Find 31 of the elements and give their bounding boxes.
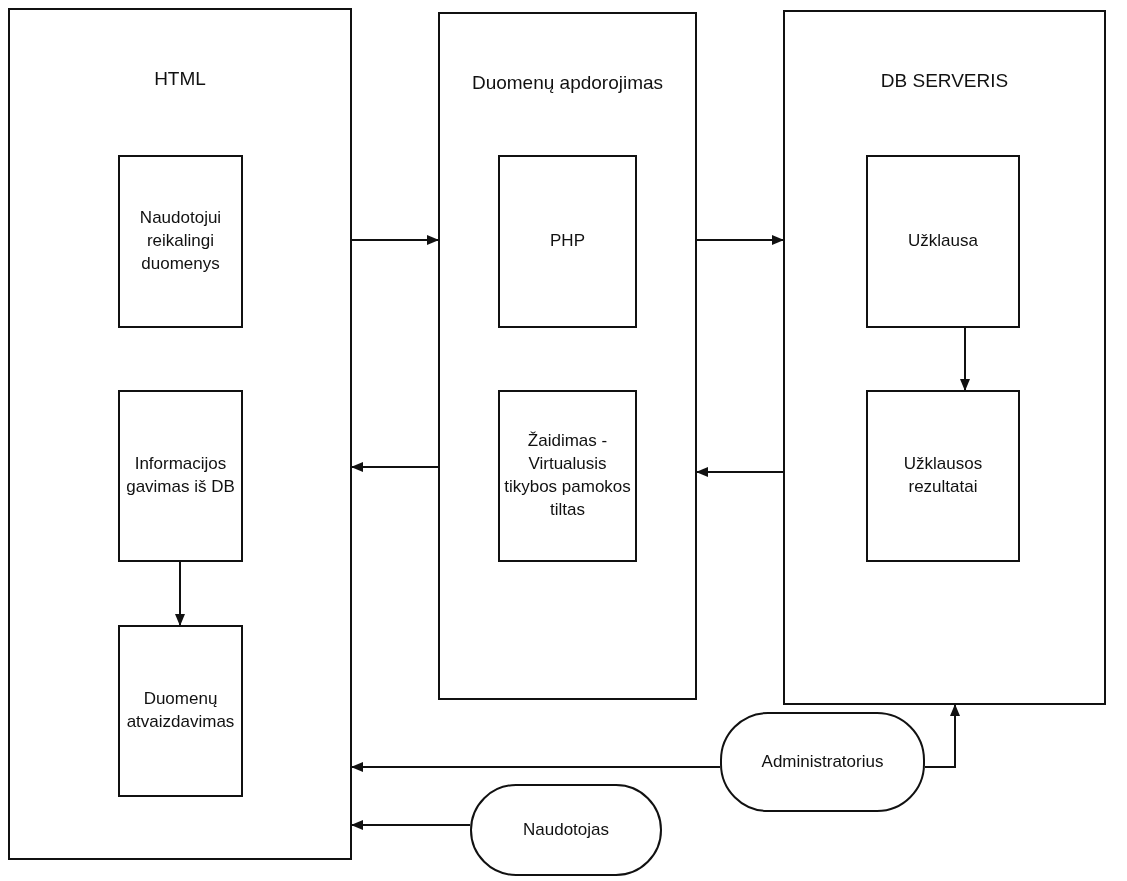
process-box [118, 625, 243, 797]
container-heading: Duomenų apdorojimas [470, 72, 665, 94]
arrow [924, 704, 960, 768]
arrow [696, 235, 784, 245]
process-box [866, 155, 1020, 328]
process-box [118, 155, 243, 328]
process-box [118, 390, 243, 562]
node-label: PHP [550, 230, 585, 253]
container-box [438, 12, 697, 700]
node-label: Informacijos gavimas iš DB [125, 453, 236, 498]
arrow [175, 561, 185, 626]
arrow [351, 762, 721, 772]
node-label: Žaidimas - Virtualusis tikybos pamokos tiltas [503, 430, 632, 521]
arrow [696, 467, 784, 477]
container-box [8, 8, 352, 860]
node-label: Administratorius [761, 750, 884, 773]
node-label: Naudotojas [523, 818, 609, 841]
node-label: Naudotojui reikalingi duomenys [138, 207, 223, 275]
arrow [351, 462, 439, 472]
container-heading: HTML [153, 68, 207, 90]
node-label: Užklausos rezultatai [902, 453, 984, 498]
container-box [783, 10, 1106, 705]
process-box [866, 390, 1020, 562]
process-box [498, 155, 637, 328]
node-label: Užklausa [908, 230, 978, 253]
arrow [351, 820, 471, 830]
arrow [351, 235, 439, 245]
arrow [960, 327, 970, 391]
node-label: Duomenų atvaizdavimas [125, 688, 236, 733]
container-heading: DB SERVERIS [879, 70, 1010, 92]
process-box [498, 390, 637, 562]
